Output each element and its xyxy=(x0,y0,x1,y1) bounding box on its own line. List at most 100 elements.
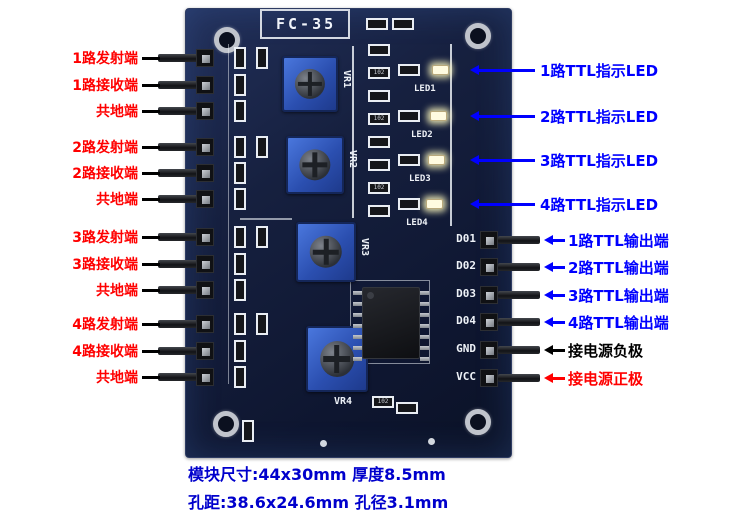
smd-resistor xyxy=(398,198,420,210)
arrow-line xyxy=(479,203,535,206)
ic-pin xyxy=(420,313,429,317)
header-pin-gnd xyxy=(480,341,498,359)
pin-label-d01: D01 xyxy=(456,232,476,245)
mounting-hole xyxy=(465,409,491,435)
label-ttl-led-4: 4路TTL指示LED xyxy=(540,196,659,214)
header-pin-rod xyxy=(498,346,540,354)
arrow-line xyxy=(479,69,535,72)
trimpot-vr2[interactable] xyxy=(286,136,344,194)
via-pad xyxy=(428,438,435,445)
left-pin-rod xyxy=(158,373,204,381)
silkscreen-line xyxy=(240,218,292,220)
lead-line xyxy=(142,172,160,175)
smd-resistor xyxy=(234,313,246,335)
smd-resistor xyxy=(234,74,246,96)
smd-resistor xyxy=(368,159,390,171)
label-power-negative: 接电源负极 xyxy=(568,342,644,360)
smd-resistor xyxy=(234,340,246,362)
footer-hole-specs: 孔距:38.6x24.6mm 孔径3.1mm xyxy=(188,493,449,512)
arrow-line xyxy=(553,349,565,352)
lead-line xyxy=(142,323,160,326)
led-label: LED1 xyxy=(414,84,436,94)
ic-pin xyxy=(353,291,362,295)
smd-resistor xyxy=(256,136,268,158)
smd-resistor xyxy=(234,100,246,122)
header-pin-d02 xyxy=(480,258,498,276)
left-pin-base xyxy=(196,102,214,120)
header-pin-rod xyxy=(498,291,540,299)
left-pin-base xyxy=(196,138,214,156)
arrow-head-icon xyxy=(544,345,553,355)
arrow-line xyxy=(553,377,565,380)
arrow-line xyxy=(553,294,565,297)
trimpot-screw[interactable] xyxy=(320,341,354,377)
smd-resistor xyxy=(256,226,268,248)
header-pin-d04 xyxy=(480,313,498,331)
smd-resistor: 102 xyxy=(372,396,394,408)
trimpot-screw[interactable] xyxy=(299,149,331,181)
smd-resistor: 102 xyxy=(368,182,390,194)
led-label: LED2 xyxy=(411,130,433,140)
trimpot-screw[interactable] xyxy=(294,68,326,100)
silkscreen-line xyxy=(450,44,452,226)
arrow-head-icon xyxy=(544,262,553,272)
smd-resistor xyxy=(242,420,254,442)
label-ch3-transmit: 3路发射端 xyxy=(72,230,138,246)
pin-label-d03: D03 xyxy=(456,287,476,300)
label-common-gnd: 共地端 xyxy=(96,192,138,208)
smd-resistor xyxy=(368,205,390,217)
left-pin-rod xyxy=(158,143,204,151)
smd-resistor xyxy=(368,136,390,148)
left-pin-base xyxy=(196,228,214,246)
trimpot-label: VR1 xyxy=(341,70,352,89)
arrow-head-icon xyxy=(470,199,479,209)
silkscreen-title-box xyxy=(260,9,350,39)
smd-resistor xyxy=(398,154,420,166)
left-pin-rod xyxy=(158,260,204,268)
left-pin-rod xyxy=(158,347,204,355)
label-ttl-led-1: 1路TTL指示LED xyxy=(540,62,659,80)
left-pin-base xyxy=(196,342,214,360)
left-pin-rod xyxy=(158,81,204,89)
board-title: FC-35 xyxy=(276,15,337,33)
silkscreen-line xyxy=(352,46,354,218)
label-ch1-transmit: 1路发射端 xyxy=(72,51,138,67)
smd-resistor xyxy=(234,366,246,388)
smd-resistor xyxy=(234,162,246,184)
ic-chip xyxy=(362,287,420,359)
label-common-gnd: 共地端 xyxy=(96,283,138,299)
trimpot-label: VR3 xyxy=(359,238,370,257)
lead-line xyxy=(142,376,160,379)
lead-line xyxy=(142,146,160,149)
smd-resistor xyxy=(234,188,246,210)
ic-pin xyxy=(353,324,362,328)
arrow-line xyxy=(553,321,565,324)
arrow-line xyxy=(553,239,565,242)
smd-resistor xyxy=(234,253,246,275)
ic-pin xyxy=(353,302,362,306)
smd-resistor xyxy=(398,110,420,122)
ic-pin xyxy=(353,313,362,317)
arrow-line xyxy=(479,159,535,162)
header-pin-rod xyxy=(498,318,540,326)
pin-label-d04: D04 xyxy=(456,314,476,327)
silkscreen-ic-outline xyxy=(350,280,430,364)
trimpot-screw[interactable] xyxy=(309,235,343,269)
via-pad xyxy=(320,440,327,447)
mounting-hole xyxy=(213,411,239,437)
smd-resistor xyxy=(366,18,388,30)
ic-pin xyxy=(420,335,429,339)
mounting-hole xyxy=(214,27,240,53)
label-ch4-receive: 4路接收端 xyxy=(72,344,138,360)
trimpot-label: VR4 xyxy=(334,396,353,407)
trimpot-vr3[interactable] xyxy=(296,222,356,282)
arrow-head-icon xyxy=(470,155,479,165)
ic-pin xyxy=(420,291,429,295)
left-pin-base xyxy=(196,49,214,67)
left-pin-rod xyxy=(158,233,204,241)
left-pin-base xyxy=(196,255,214,273)
trimpot-vr1[interactable] xyxy=(282,56,338,112)
left-pin-base xyxy=(196,368,214,386)
left-pin-base xyxy=(196,76,214,94)
